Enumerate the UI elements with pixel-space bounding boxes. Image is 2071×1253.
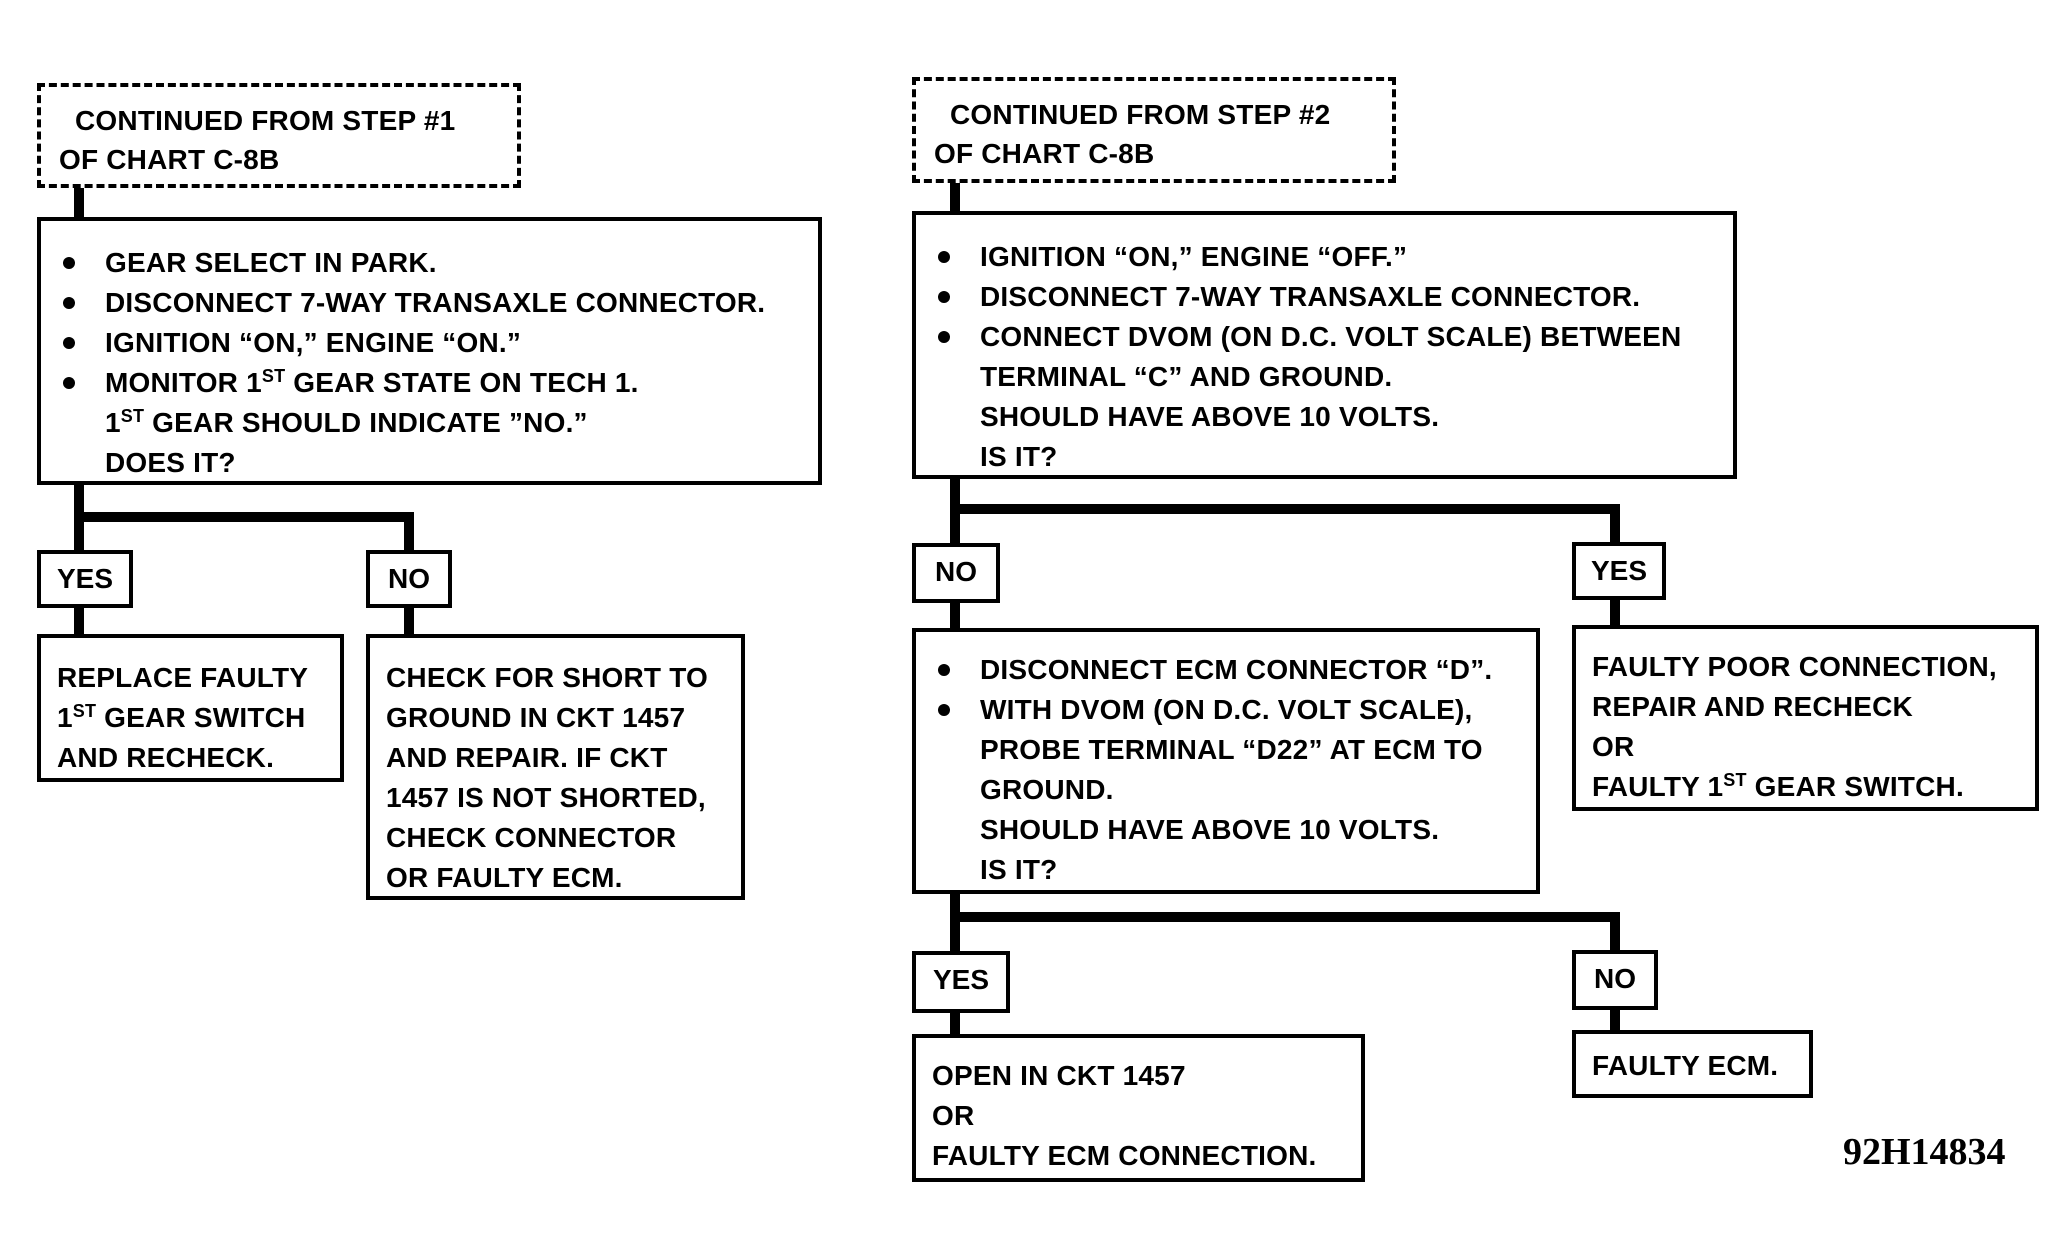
- start-line: CONTINUED FROM STEP #2: [950, 99, 1331, 130]
- start-box: CONTINUED FROM STEP #2 OF CHART C-8B: [912, 77, 1396, 183]
- step-text: SHOULD HAVE ABOVE 10 VOLTS.: [980, 814, 1440, 845]
- step-text: PROBE TERMINAL “D22” AT ECM TO: [980, 734, 1483, 765]
- result-line: AND REPAIR. IF CKT: [386, 742, 668, 773]
- step-text: 1ST GEAR SHOULD INDICATE ”NO.”: [105, 406, 588, 438]
- connector-line: [404, 606, 414, 636]
- result-line: REPLACE FAULTY: [57, 662, 309, 693]
- step-bullet: IGNITION “ON,” ENGINE “ON.”: [55, 323, 808, 363]
- result-line: FAULTY ECM CONNECTION.: [932, 1140, 1317, 1171]
- step-bullet: DISCONNECT ECM CONNECTOR “D”.: [930, 650, 1526, 690]
- step-bullet: GEAR SELECT IN PARK.: [55, 243, 808, 283]
- step-question: IS IT?: [980, 854, 1058, 885]
- start-box: CONTINUED FROM STEP #1 OF CHART C-8B: [37, 83, 521, 188]
- result-line: AND RECHECK.: [57, 742, 275, 773]
- step-bullet: CONNECT DVOM (ON D.C. VOLT SCALE) BETWEE…: [930, 317, 1723, 357]
- result-line: 1457 IS NOT SHORTED,: [386, 782, 706, 813]
- result-line: OR: [932, 1100, 975, 1131]
- no-label: NO: [1572, 950, 1658, 1010]
- connector-line: [74, 186, 84, 218]
- yes-label: YES: [37, 550, 133, 608]
- step-box: IGNITION “ON,” ENGINE “OFF.” DISCONNECT …: [912, 211, 1737, 479]
- step-box: GEAR SELECT IN PARK. DISCONNECT 7-WAY TR…: [37, 217, 822, 485]
- step-text: GROUND.: [980, 774, 1114, 805]
- yes-result-box: REPLACE FAULTY 1ST GEAR SWITCH AND RECHE…: [37, 634, 344, 782]
- connector-line: [1610, 597, 1620, 627]
- yes-label: YES: [912, 951, 1010, 1013]
- connector-line: [950, 1012, 960, 1039]
- result-line: OR: [1592, 731, 1635, 762]
- result-line: OR FAULTY ECM.: [386, 862, 623, 893]
- step-bullet: MONITOR 1ST GEAR STATE ON TECH 1.: [55, 363, 808, 403]
- yes-result-box: FAULTY POOR CONNECTION, REPAIR AND RECHE…: [1572, 625, 2039, 811]
- connector-line: [950, 602, 960, 631]
- step-bullet: DISCONNECT 7-WAY TRANSAXLE CONNECTOR.: [930, 277, 1723, 317]
- no-result-box: CHECK FOR SHORT TO GROUND IN CKT 1457 AN…: [366, 634, 745, 900]
- result-line: GROUND IN CKT 1457: [386, 702, 686, 733]
- start-line: CONTINUED FROM STEP #1: [75, 105, 456, 136]
- result-line: FAULTY 1ST GEAR SWITCH.: [1592, 770, 1964, 802]
- step-question: DOES IT?: [105, 447, 236, 478]
- connector-line: [950, 504, 1620, 514]
- connector-line: [950, 181, 960, 213]
- result-line: CHECK CONNECTOR: [386, 822, 677, 853]
- figure-code: 92H14834: [1843, 1131, 2006, 1173]
- start-line: OF CHART C-8B: [59, 144, 280, 175]
- result-line: CHECK FOR SHORT TO: [386, 662, 708, 693]
- result-line: FAULTY POOR CONNECTION,: [1592, 651, 1997, 682]
- result-line: REPAIR AND RECHECK: [1592, 691, 1913, 722]
- step-bullet: DISCONNECT 7-WAY TRANSAXLE CONNECTOR.: [55, 283, 808, 323]
- no-label: NO: [912, 543, 1000, 603]
- no-label: NO: [366, 550, 452, 608]
- connector-line: [404, 512, 414, 552]
- no-result-box: FAULTY ECM.: [1572, 1030, 1813, 1098]
- connector-line: [1610, 1008, 1620, 1032]
- connector-line: [950, 912, 1620, 922]
- yes-label: YES: [1572, 542, 1666, 600]
- step-bullet: IGNITION “ON,” ENGINE “OFF.”: [930, 237, 1723, 277]
- connector-line: [74, 606, 84, 636]
- step-question: IS IT?: [980, 441, 1058, 472]
- connector-line: [950, 893, 960, 953]
- step-text: SHOULD HAVE ABOVE 10 VOLTS.: [980, 401, 1440, 432]
- step-bullet: WITH DVOM (ON D.C. VOLT SCALE),: [930, 690, 1526, 730]
- connector-line: [74, 512, 414, 522]
- step-text: TERMINAL “C” AND GROUND.: [980, 361, 1393, 392]
- result-line: OPEN IN CKT 1457: [932, 1060, 1186, 1091]
- yes-result-box: OPEN IN CKT 1457 OR FAULTY ECM CONNECTIO…: [912, 1034, 1365, 1182]
- result-line: FAULTY ECM.: [1592, 1050, 1779, 1081]
- step-box: DISCONNECT ECM CONNECTOR “D”. WITH DVOM …: [912, 628, 1540, 894]
- start-line: OF CHART C-8B: [934, 138, 1155, 169]
- result-line: 1ST GEAR SWITCH: [57, 701, 306, 733]
- connector-line: [1610, 504, 1620, 544]
- connector-line: [1610, 912, 1620, 952]
